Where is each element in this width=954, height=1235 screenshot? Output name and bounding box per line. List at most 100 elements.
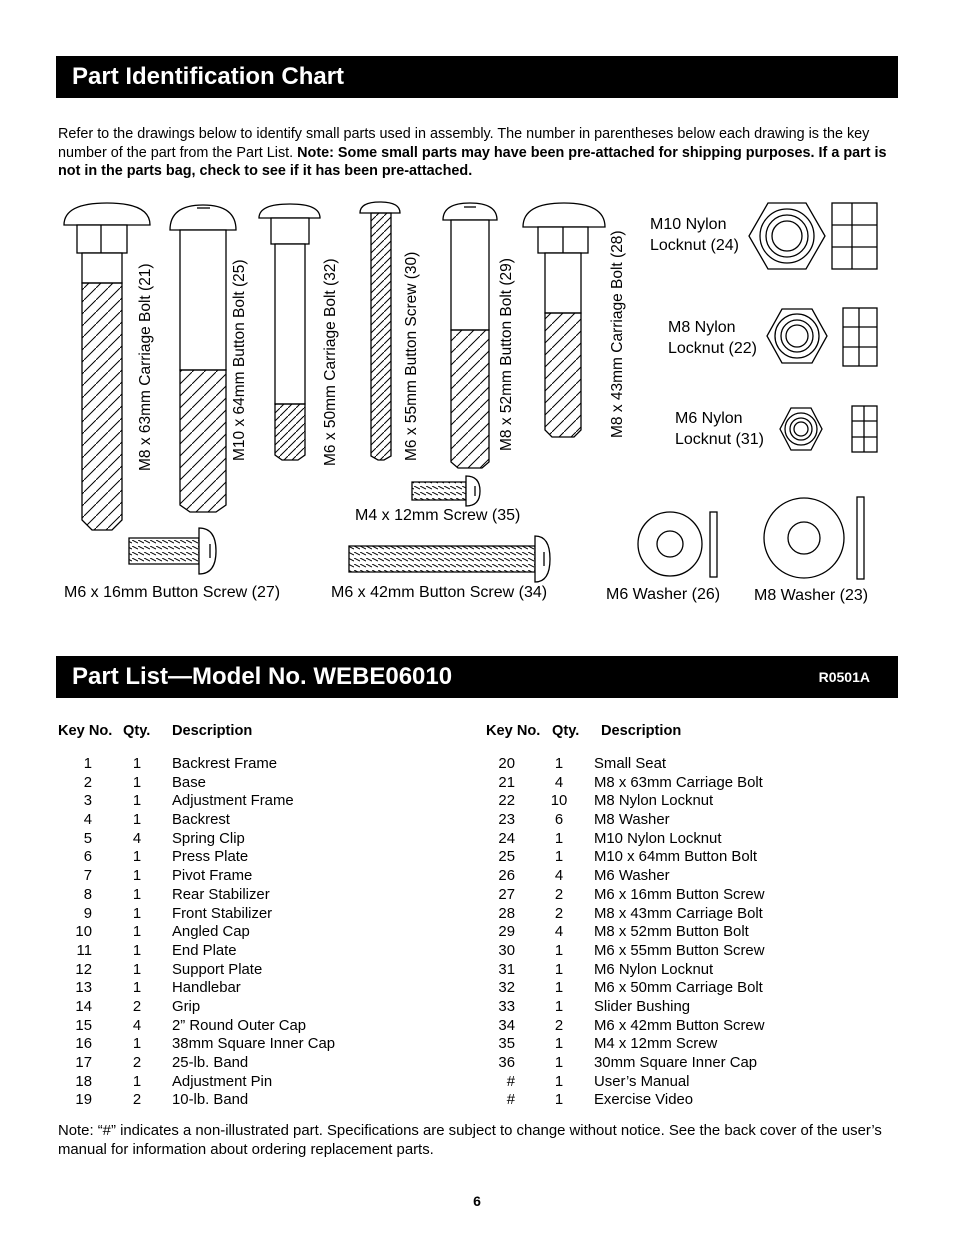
page-number: 6 — [473, 1193, 481, 1209]
quantity: 1 — [554, 961, 564, 978]
washer-26-icon — [637, 511, 718, 578]
key-number: 16 — [75, 1036, 92, 1053]
quantity: 1 — [554, 1073, 564, 1090]
key-number: 21 — [498, 774, 515, 791]
screw-35-icon — [411, 475, 481, 507]
key-number: 30 — [498, 942, 515, 959]
button-bolt-25-icon — [169, 204, 237, 513]
quantity: 4 — [132, 1017, 142, 1034]
label-washer-26: M6 Washer (26) — [606, 586, 721, 603]
quantity: 1 — [132, 886, 142, 903]
right-header-qty: Qty. — [552, 723, 580, 739]
label-screw-35: M4 x 12mm Screw (35) — [355, 507, 521, 524]
key-number: # — [506, 1092, 515, 1109]
key-number: 5 — [83, 830, 92, 847]
part-identification-header: Part Identification Chart — [56, 56, 898, 98]
label-screw-34: M6 x 42mm Button Screw (34) — [331, 584, 548, 601]
key-number: 23 — [498, 812, 515, 829]
key-number: 14 — [75, 998, 92, 1015]
label-locknut-31-line2: Locknut (31) — [675, 431, 764, 448]
description: M6 Washer — [594, 868, 670, 885]
quantity: 1 — [132, 849, 142, 866]
key-number: 36 — [498, 1055, 515, 1071]
description: M8 x 63mm Carriage Bolt — [594, 774, 763, 791]
quantity: 1 — [132, 924, 142, 941]
description: M8 Nylon Locknut — [594, 793, 714, 810]
intro-note: Note: Some small parts may have been pre… — [58, 144, 887, 180]
quantity: 1 — [132, 1036, 142, 1053]
key-number: 32 — [498, 980, 515, 997]
quantity: 1 — [554, 980, 564, 997]
label-locknut-22-line1: M8 Nylon — [668, 319, 736, 336]
left-header-qty: Qty. — [123, 723, 151, 739]
key-number: 22 — [498, 793, 515, 810]
quantity: 1 — [132, 756, 142, 772]
description: M8 x 52mm Button Bolt — [594, 924, 749, 941]
label-washer-23: M8 Washer (23) — [754, 587, 869, 604]
description: Rear Stabilizer — [172, 886, 270, 903]
quantity: 1 — [554, 998, 564, 1015]
footnote: Note: “#” indicates a non-illustrated pa… — [58, 1123, 882, 1158]
quantity: 2 — [132, 1092, 142, 1109]
key-number: 1 — [83, 756, 92, 772]
label-screw-27: M6 x 16mm Button Screw (27) — [64, 584, 281, 601]
key-number: 3 — [83, 793, 92, 810]
carriage-bolt-32-icon — [258, 203, 321, 461]
description: Pivot Frame — [172, 868, 253, 885]
quantity: 4 — [554, 924, 564, 941]
label-locknut-22-line2: Locknut (22) — [668, 340, 757, 357]
description: Backrest Frame — [172, 756, 278, 772]
description: User’s Manual — [594, 1073, 690, 1090]
description: Exercise Video — [594, 1092, 694, 1109]
description: Grip — [172, 998, 201, 1015]
key-number: 15 — [75, 1017, 92, 1034]
intro-paragraph: Refer to the drawings below to identify … — [58, 125, 900, 181]
description: 38mm Square Inner Cap — [172, 1036, 336, 1053]
key-number: 7 — [83, 868, 92, 885]
description: M10 x 64mm Button Bolt — [594, 849, 758, 866]
button-screw-30-icon — [359, 201, 401, 461]
part-list-header: Part List—Model No. WEBE06010 R0501A — [56, 656, 898, 698]
parts-drawings — [63, 201, 878, 583]
description: 10-lb. Band — [172, 1092, 249, 1109]
quantity: 1 — [132, 942, 142, 959]
key-number: 6 — [83, 849, 92, 866]
description: M6 x 50mm Carriage Bolt — [594, 980, 763, 997]
key-number: 33 — [498, 998, 515, 1015]
description: M6 x 16mm Button Screw — [594, 886, 765, 903]
description: M6 Nylon Locknut — [594, 961, 714, 978]
part-list-title: Part List—Model No. WEBE06010 — [72, 663, 453, 690]
description: Adjustment Pin — [172, 1073, 273, 1090]
intro-text: Refer to the drawings below to identify … — [58, 126, 870, 161]
description: Press Plate — [172, 849, 249, 866]
quantity: 1 — [132, 774, 142, 791]
label-bolt-32: M6 x 50mm Carriage Bolt (32) — [322, 258, 339, 466]
key-number: # — [506, 1073, 515, 1090]
quantity: 1 — [554, 1092, 564, 1109]
quantity: 1 — [132, 812, 142, 829]
description: M4 x 12mm Screw — [594, 1036, 718, 1053]
key-number: 17 — [75, 1055, 92, 1071]
quantity: 4 — [554, 774, 564, 791]
quantity: 1 — [554, 849, 564, 866]
quantity: 2 — [132, 1055, 142, 1071]
washer-23-icon — [763, 496, 865, 580]
description: Handlebar — [172, 980, 241, 997]
nylon-locknut-31-icon — [779, 405, 878, 453]
quantity: 1 — [132, 1073, 142, 1090]
quantity: 1 — [554, 1055, 564, 1071]
key-number: 29 — [498, 924, 515, 941]
quantity: 4 — [554, 868, 564, 885]
quantity: 1 — [554, 1036, 564, 1053]
nylon-locknut-24-icon — [748, 202, 878, 270]
description: M6 x 42mm Button Screw — [594, 1017, 765, 1034]
quantity: 1 — [132, 793, 142, 810]
key-number: 27 — [498, 886, 515, 903]
key-number: 13 — [75, 980, 92, 997]
key-number: 12 — [75, 961, 92, 978]
key-number: 10 — [75, 924, 92, 941]
label-locknut-24-line2: Locknut (24) — [650, 237, 739, 254]
left-header-key: Key No. — [58, 723, 113, 739]
quantity: 1 — [554, 756, 564, 772]
key-number: 20 — [498, 756, 515, 772]
